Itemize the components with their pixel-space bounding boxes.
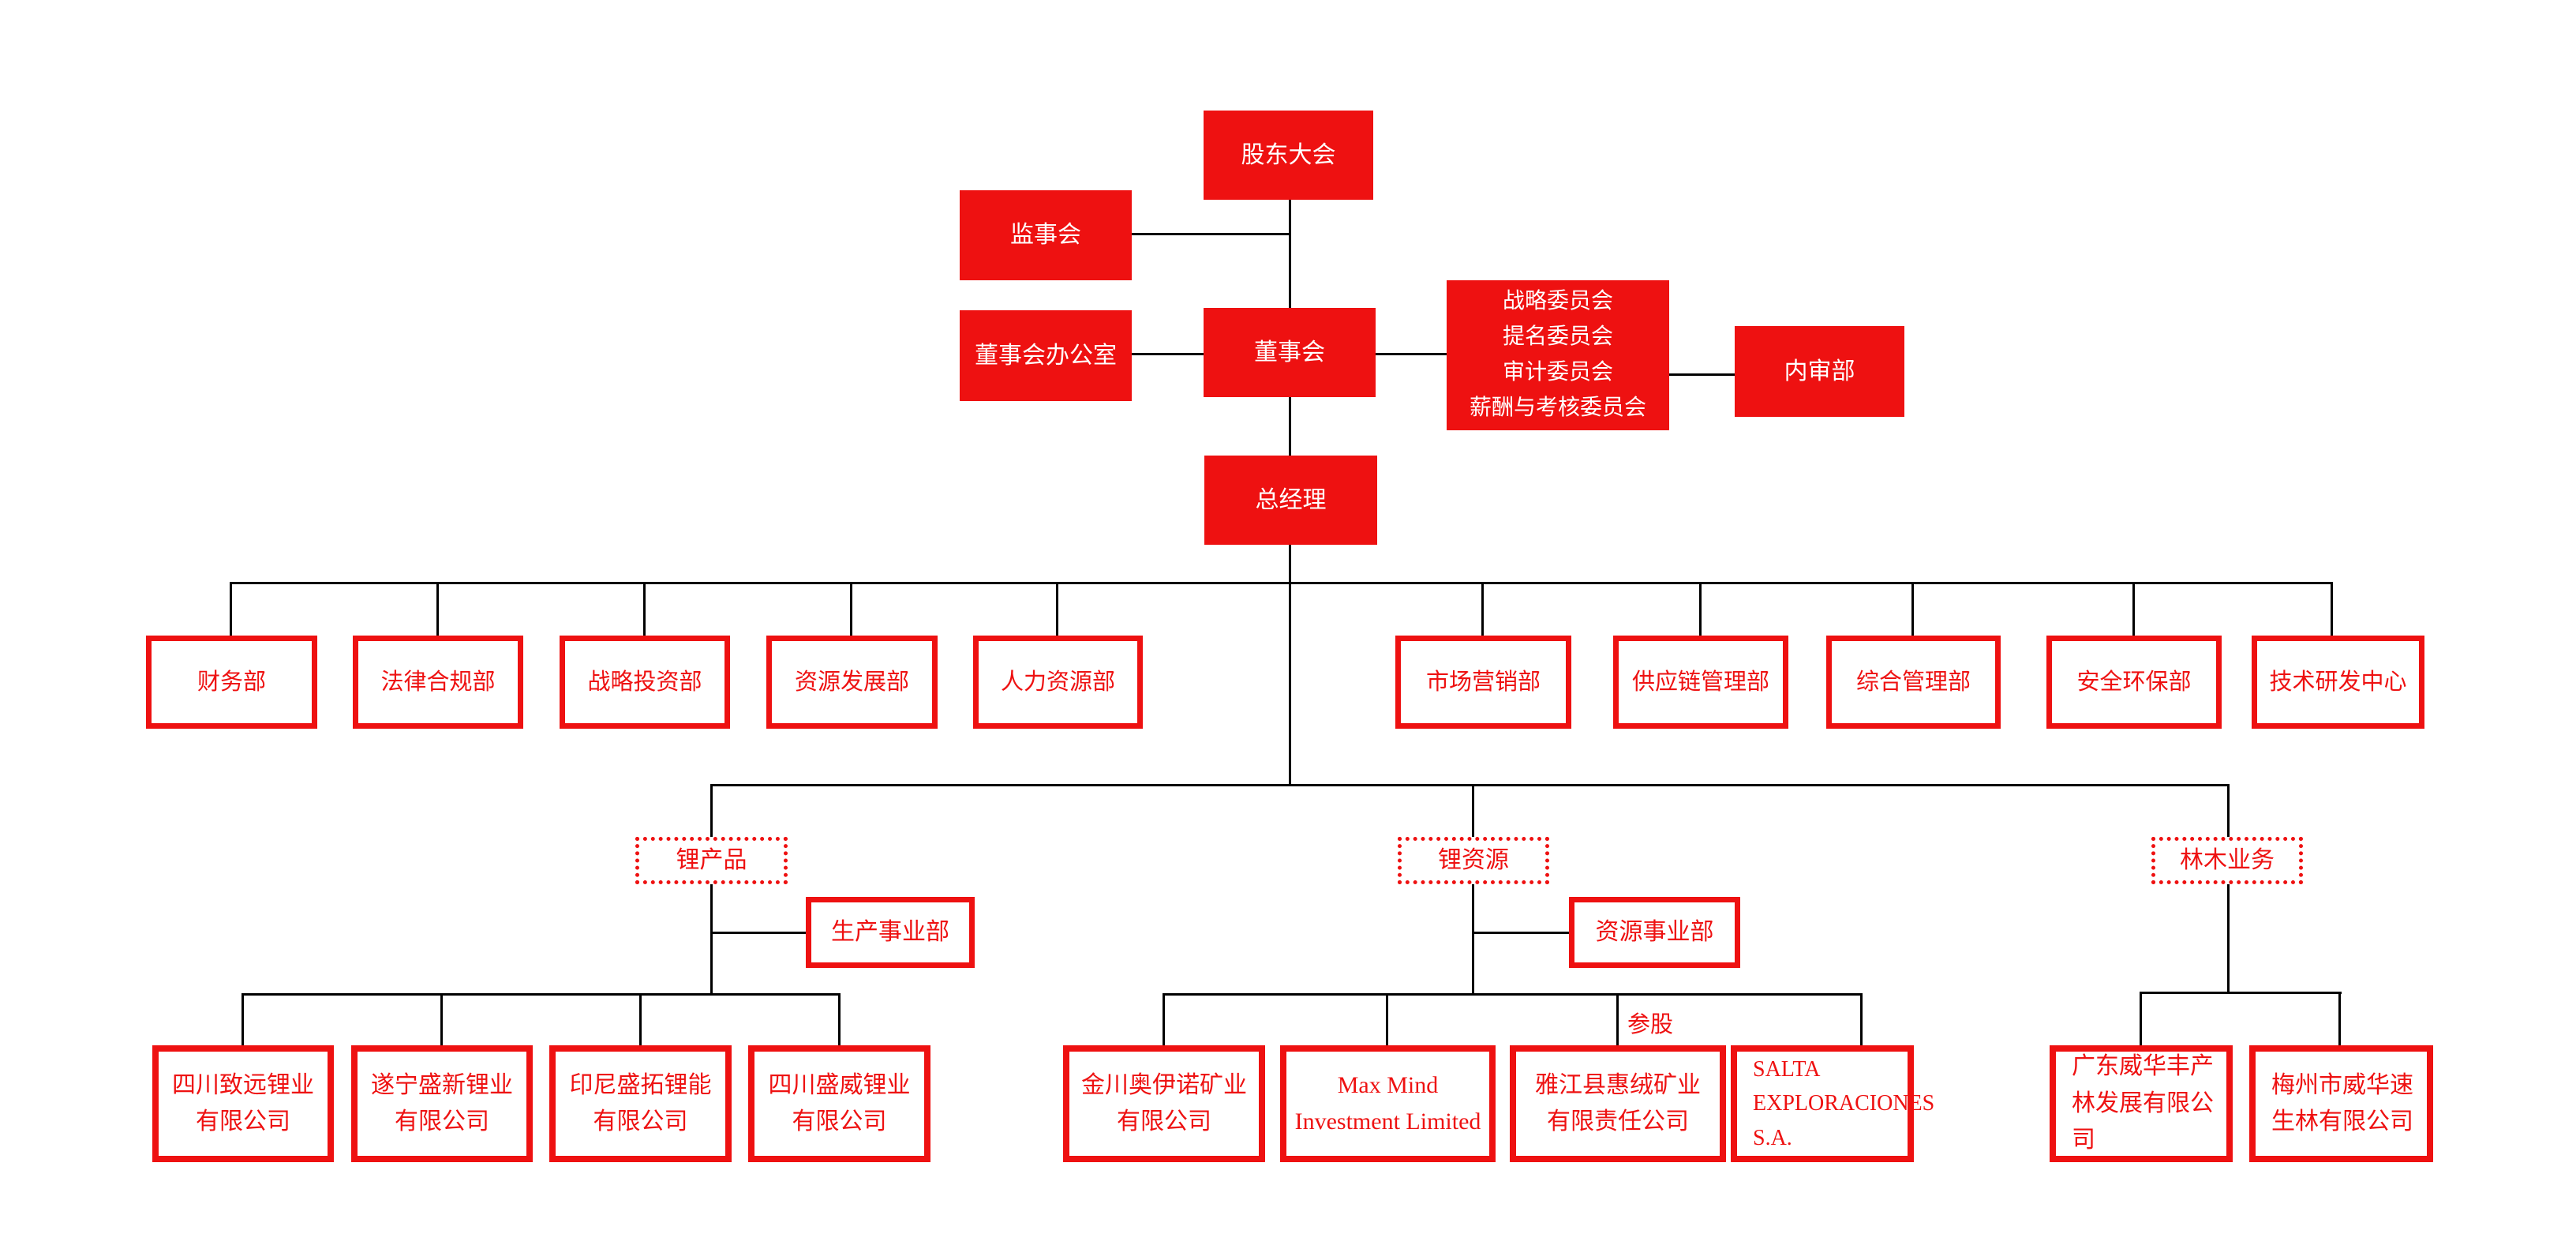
node-production-division: 生产事业部 <box>806 897 975 968</box>
node-supervisory-board: 监事会 <box>960 190 1132 280</box>
node-dept-legal-compliance: 法律合规部 <box>353 636 523 729</box>
node-group-lithium-products: 锂产品 <box>635 837 788 884</box>
node-group-lithium-resources: 锂资源 <box>1398 837 1549 884</box>
node-company-zhiyuan-lithium: 四川致远锂业有限公司 <box>152 1045 334 1162</box>
connector-line <box>1289 200 1291 308</box>
connector-line <box>850 582 852 636</box>
node-general-manager: 总经理 <box>1204 456 1377 545</box>
node-company-shengwei-lithium: 四川盛威锂业有限公司 <box>748 1045 930 1162</box>
connector-line <box>639 993 642 1045</box>
node-company-guangdong-weihua: 广东威华丰产林发展有限公司 <box>2050 1045 2233 1162</box>
connector-line <box>436 582 439 636</box>
node-dept-human-resources: 人力资源部 <box>973 636 1143 729</box>
node-resources-division: 资源事业部 <box>1569 897 1740 968</box>
committee-compensation: 薪酬与考核委员会 <box>1469 395 1646 420</box>
connector-line <box>710 932 806 934</box>
node-dept-finance: 财务部 <box>146 636 317 729</box>
equity-participation-label: 参股 <box>1627 1012 1674 1037</box>
connector-line <box>230 582 232 636</box>
node-company-indonesia-shengtuo: 印尼盛拓锂能有限公司 <box>549 1045 732 1162</box>
node-company-max-mind: Max Mind Investment Limited <box>1280 1045 1496 1162</box>
node-company-yajiang-huirong: 雅江县惠绒矿业有限责任公司 <box>1510 1045 1726 1162</box>
connector-line <box>2331 582 2333 636</box>
node-dept-supply-chain: 供应链管理部 <box>1613 636 1788 729</box>
connector-line <box>1472 784 1474 837</box>
node-tech-rd-center: 技术研发中心 <box>2252 636 2424 729</box>
connector-line <box>1386 993 1388 1045</box>
committee-audit: 审计委员会 <box>1502 360 1613 384</box>
node-board-of-directors: 董事会 <box>1204 308 1376 397</box>
connector-line <box>1911 582 1914 636</box>
connector-line <box>1616 993 1619 1045</box>
node-board-committees: 战略委员会 提名委员会 审计委员会 薪酬与考核委员会 <box>1447 280 1669 430</box>
node-dept-resource-development: 资源发展部 <box>766 636 938 729</box>
committee-nomination: 提名委员会 <box>1502 324 1613 350</box>
connector-line <box>2338 992 2341 1045</box>
connector-line <box>1472 884 1474 996</box>
node-dept-strategic-investment: 战略投资部 <box>560 636 730 729</box>
committee-strategy: 战略委员会 <box>1502 289 1613 314</box>
connector-line <box>1132 233 1290 235</box>
node-internal-audit: 内审部 <box>1735 326 1904 417</box>
node-dept-safety-environment: 安全环保部 <box>2046 636 2222 729</box>
node-board-office: 董事会办公室 <box>960 310 1132 401</box>
connector-line <box>711 784 2230 786</box>
node-group-forestry: 林木业务 <box>2151 837 2303 884</box>
node-company-shengxin-lithium: 遂宁盛新锂业有限公司 <box>351 1045 533 1162</box>
connector-line <box>2140 992 2342 994</box>
connector-line <box>710 784 713 837</box>
connector-line <box>710 884 713 996</box>
connector-line <box>1472 932 1569 934</box>
connector-line <box>2227 884 2230 994</box>
node-shareholders-meeting: 股东大会 <box>1204 111 1373 200</box>
connector-line <box>1163 993 1863 996</box>
connector-line <box>643 582 646 636</box>
connector-line <box>1669 373 1735 376</box>
node-company-jinchuan-aoyino: 金川奥伊诺矿业有限公司 <box>1063 1045 1265 1162</box>
connector-line <box>1376 353 1447 355</box>
node-company-salta-exploraciones: SALTA EXPLORACIONES S.A. <box>1731 1045 1934 1162</box>
connector-line <box>1163 993 1165 1045</box>
connector-line <box>242 993 841 996</box>
connector-line <box>1481 582 1484 636</box>
connector-line <box>2227 784 2230 837</box>
connector-line <box>1289 545 1291 786</box>
connector-line <box>2132 582 2135 636</box>
connector-line <box>2140 992 2142 1045</box>
connector-line <box>1289 397 1291 456</box>
node-company-meizhou-weihua: 梅州市威华速生林有限公司 <box>2249 1045 2433 1162</box>
connector-line <box>838 993 841 1045</box>
connector-line <box>1699 582 1702 636</box>
node-dept-marketing: 市场营销部 <box>1395 636 1571 729</box>
connector-line <box>1056 582 1058 636</box>
connector-line <box>242 993 244 1045</box>
connector-line <box>440 993 443 1045</box>
connector-line <box>1860 993 1863 1045</box>
connector-line <box>230 582 2333 584</box>
node-dept-general-admin: 综合管理部 <box>1826 636 2001 729</box>
connector-line <box>1132 353 1204 355</box>
